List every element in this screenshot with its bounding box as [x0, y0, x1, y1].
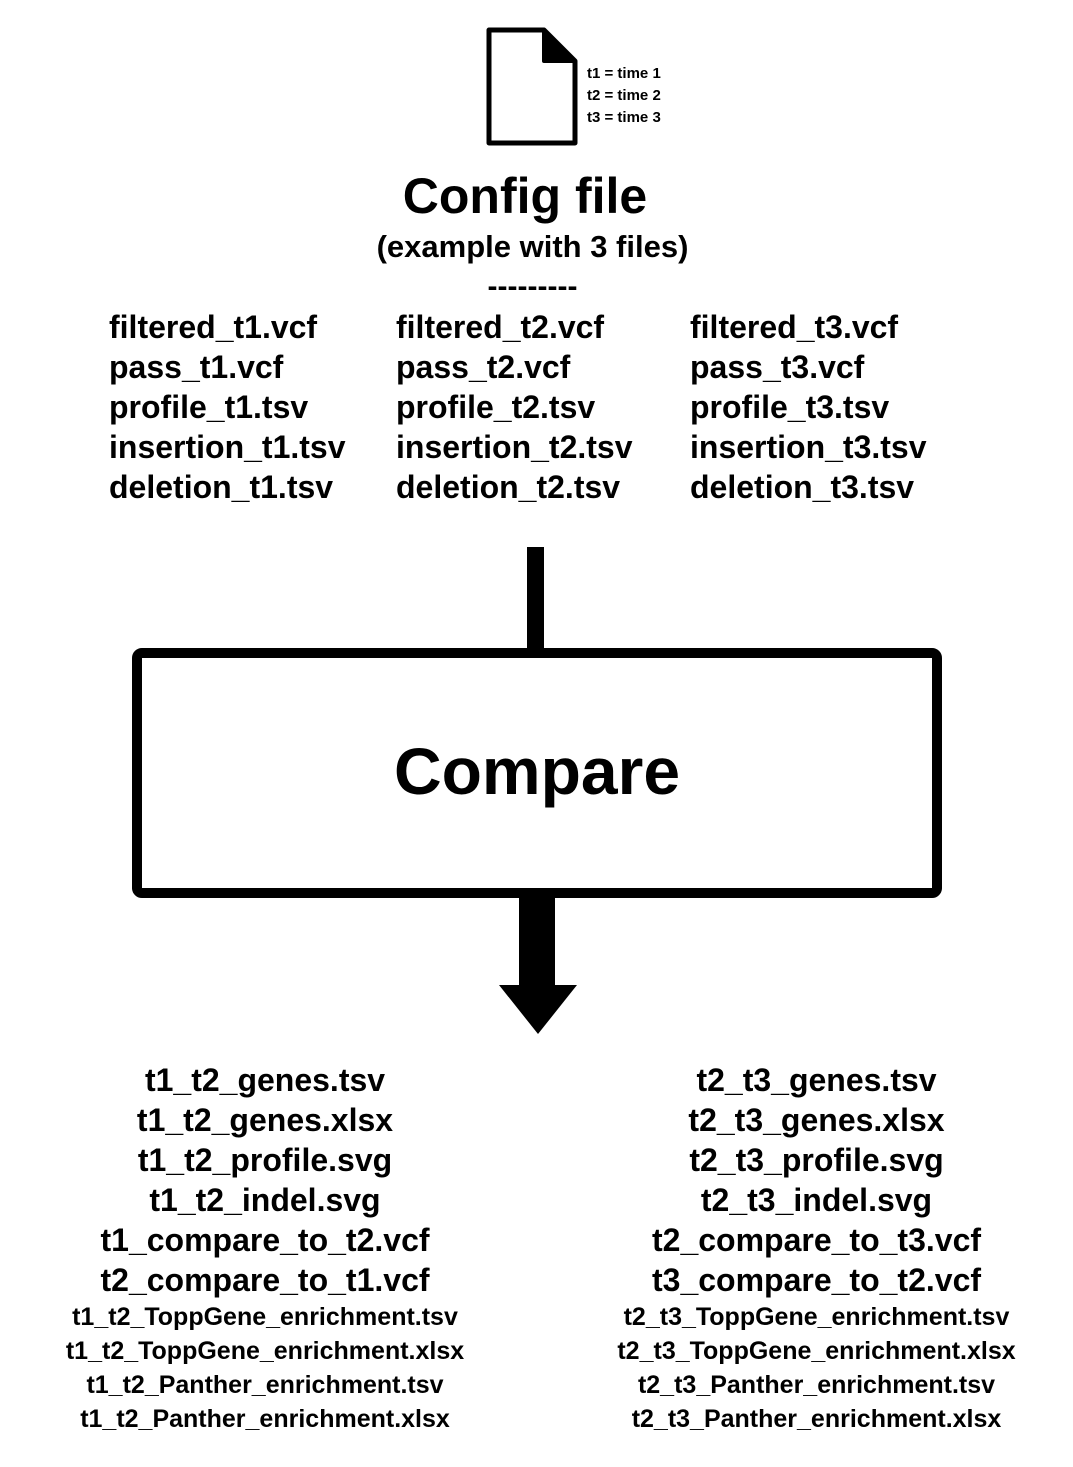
config-file-item: pass_t3.vcf — [690, 349, 865, 385]
config-file-item: deletion_t2.tsv — [396, 469, 621, 505]
separator-dashes: --------- — [487, 270, 578, 303]
output-arrow-shaft — [519, 897, 555, 989]
output-file-item: t2_t3_indel.svg — [700, 1182, 933, 1218]
config-file-item: deletion_t1.tsv — [109, 469, 334, 505]
output-file-item: t1_t2_Panther_enrichment.tsv — [86, 1371, 444, 1399]
output-file-item: t3_compare_to_t2.vcf — [651, 1262, 982, 1298]
output-file-item: t2_t3_ToppGene_enrichment.tsv — [623, 1303, 1010, 1331]
output-file-item: t1_t2_ToppGene_enrichment.xlsx — [65, 1337, 465, 1365]
config-file-subtitle: (example with 3 files) — [376, 229, 689, 264]
config-column-t1: filtered_t1.vcf pass_t1.vcf profile_t1.t… — [109, 307, 346, 507]
config-file-item: insertion_t1.tsv — [109, 429, 346, 465]
output-list-t2-t3: t2_t3_genes.tsv t2_t3_genes.xlsx t2_t3_p… — [550, 1060, 1073, 1436]
config-file-item: filtered_t2.vcf — [396, 309, 605, 345]
output-file-item: t1_t2_indel.svg — [149, 1182, 381, 1218]
config-file-item: profile_t2.tsv — [396, 389, 596, 425]
legend-line-t1: t1 = time 1 — [587, 65, 661, 82]
output-file-item: t1_t2_ToppGene_enrichment.tsv — [72, 1303, 458, 1331]
output-list-t1-t2: t1_t2_genes.tsv t1_t2_genes.xlsx t1_t2_p… — [0, 1060, 530, 1436]
compare-process-box — [132, 648, 942, 898]
config-file-item: insertion_t2.tsv — [396, 429, 633, 465]
config-file-item: profile_t3.tsv — [690, 389, 890, 425]
legend-line-t2: t2 = time 2 — [587, 87, 661, 104]
output-file-item: t1_t2_Panther_enrichment.xlsx — [80, 1405, 450, 1433]
output-file-item: t2_t3_ToppGene_enrichment.xlsx — [617, 1337, 1016, 1365]
output-arrow-head — [499, 985, 577, 1034]
output-file-item: t2_t3_Panther_enrichment.tsv — [637, 1371, 996, 1399]
document-icon — [486, 27, 578, 146]
output-file-item: t2_compare_to_t3.vcf — [651, 1222, 982, 1258]
legend-line-t3: t3 = time 3 — [587, 109, 661, 126]
config-file-item: filtered_t3.vcf — [690, 309, 899, 345]
config-file-item: profile_t1.tsv — [109, 389, 309, 425]
output-file-item: t1_compare_to_t2.vcf — [100, 1222, 430, 1258]
output-file-item: t2_compare_to_t1.vcf — [100, 1262, 430, 1298]
output-file-item: t2_t3_genes.tsv — [696, 1062, 937, 1098]
output-file-item: t1_t2_genes.xlsx — [136, 1102, 394, 1138]
config-file-item: pass_t2.vcf — [396, 349, 571, 385]
config-column-t3: filtered_t3.vcf pass_t3.vcf profile_t3.t… — [690, 307, 927, 507]
output-file-item: t2_t3_Panther_enrichment.xlsx — [631, 1405, 1002, 1433]
config-file-item: insertion_t3.tsv — [690, 429, 927, 465]
config-file-item: pass_t1.vcf — [109, 349, 284, 385]
config-column-t2: filtered_t2.vcf pass_t2.vcf profile_t2.t… — [396, 307, 633, 507]
config-file-item: deletion_t3.tsv — [690, 469, 915, 505]
output-file-item: t1_t2_genes.tsv — [144, 1062, 386, 1098]
output-file-item: t1_t2_profile.svg — [137, 1142, 393, 1178]
input-connector-line — [527, 547, 544, 653]
config-file-title: Config file — [402, 168, 648, 224]
output-file-item: t2_t3_profile.svg — [689, 1142, 944, 1178]
config-file-item: filtered_t1.vcf — [109, 309, 318, 345]
output-file-item: t2_t3_genes.xlsx — [688, 1102, 945, 1138]
compare-process-label: Compare — [393, 734, 681, 808]
